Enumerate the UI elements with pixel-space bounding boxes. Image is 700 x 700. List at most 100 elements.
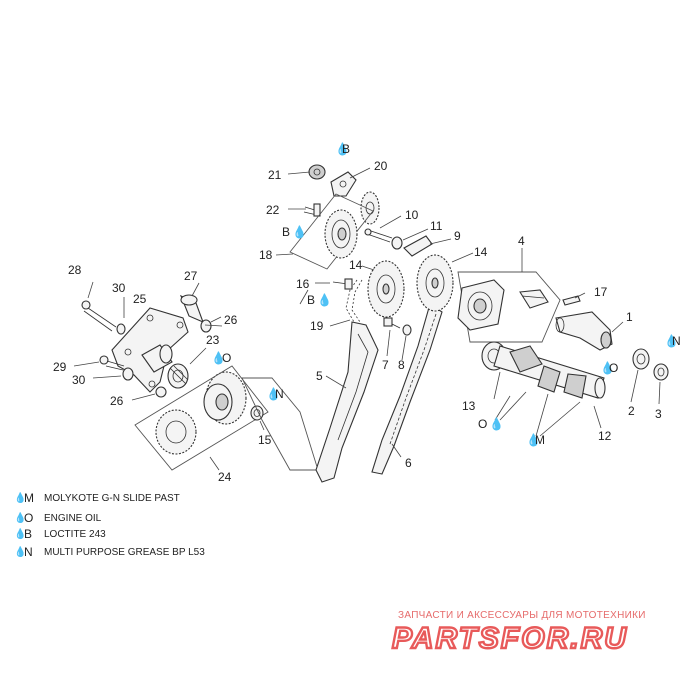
needle-bearing-23 bbox=[167, 363, 189, 389]
screw-29 bbox=[99, 355, 125, 371]
drop-icon: 💧 bbox=[489, 417, 504, 431]
svg-text:M: M bbox=[24, 491, 34, 505]
label-9: 9 bbox=[454, 229, 461, 243]
bearing-2 bbox=[632, 348, 650, 370]
label-12: 12 bbox=[598, 429, 612, 443]
label-15: 15 bbox=[258, 433, 272, 447]
svg-text:MULTI PURPOSE GREASE BP L53: MULTI PURPOSE GREASE BP L53 bbox=[44, 547, 205, 558]
shaft-1 bbox=[555, 311, 613, 351]
camshaft-12 bbox=[481, 341, 606, 399]
label-11: 11 bbox=[430, 219, 443, 233]
pin-17 bbox=[562, 295, 581, 306]
svg-text:💧: 💧 bbox=[14, 491, 26, 504]
mark-b-21: B bbox=[342, 142, 350, 156]
pin-27 bbox=[179, 294, 204, 324]
washer-30-lower bbox=[122, 367, 134, 381]
lubricant-legend: 💧 M MOLYKOTE G-N SLIDE PAST 💧 O ENGINE O… bbox=[14, 491, 205, 559]
bolt-16 bbox=[332, 278, 353, 290]
label-29: 29 bbox=[53, 360, 67, 374]
drop-icon: 💧 bbox=[335, 142, 350, 156]
leader-lines bbox=[73, 167, 661, 471]
mark-n-3: N bbox=[672, 334, 681, 348]
bushing bbox=[141, 344, 173, 373]
label-6: 6 bbox=[405, 456, 412, 470]
svg-text:MOLYKOTE G-N SLIDE PAST: MOLYKOTE G-N SLIDE PAST bbox=[44, 493, 180, 504]
label-8: 8 bbox=[398, 358, 405, 372]
bolt-28 bbox=[81, 300, 117, 332]
chain-19 bbox=[345, 279, 363, 323]
label-1: 1 bbox=[626, 310, 633, 324]
label-7: 7 bbox=[382, 358, 389, 372]
gear-24 bbox=[155, 371, 247, 455]
mark-o-2: O bbox=[609, 361, 618, 375]
label-26-lower: 26 bbox=[110, 394, 124, 408]
seal-3 bbox=[653, 363, 669, 381]
label-14-right: 14 bbox=[474, 245, 488, 259]
label-28: 28 bbox=[68, 263, 82, 277]
label-18: 18 bbox=[259, 248, 273, 262]
small-sprocket bbox=[360, 191, 380, 225]
mark-b-22: B bbox=[282, 225, 290, 239]
legend-row-o: 💧 O ENGINE OIL bbox=[14, 511, 102, 525]
screw-10 bbox=[364, 228, 393, 243]
washer-30-upper bbox=[116, 323, 126, 335]
svg-text:ENGINE OIL: ENGINE OIL bbox=[44, 513, 102, 524]
frame-4 bbox=[457, 271, 561, 343]
label-27: 27 bbox=[184, 269, 198, 283]
drop-icon: 💧 bbox=[266, 387, 281, 401]
drop-icon: 💧 bbox=[317, 293, 332, 307]
gear-18 bbox=[324, 209, 358, 259]
housing-4 bbox=[457, 279, 549, 331]
drop-icon: 💧 bbox=[211, 351, 226, 365]
label-21: 21 bbox=[268, 168, 282, 182]
drop-icon: 💧 bbox=[526, 433, 541, 447]
drop-icon: 💧 bbox=[664, 334, 679, 348]
frame-18 bbox=[289, 193, 374, 270]
washer-8 bbox=[402, 324, 412, 336]
label-16: 16 bbox=[296, 277, 310, 291]
chain-guide-5 bbox=[315, 321, 379, 483]
watermark: ЗАПЧАСТИ И АКСЕССУАРЫ ДЛЯ МОТОТЕХНИКИ PA… bbox=[391, 610, 646, 656]
label-17: 17 bbox=[594, 285, 608, 299]
label-4: 4 bbox=[518, 234, 525, 248]
svg-text:N: N bbox=[24, 545, 33, 559]
plate-20 bbox=[330, 171, 357, 197]
label-2: 2 bbox=[628, 404, 635, 418]
svg-text:LOCTITE 243: LOCTITE 243 bbox=[44, 529, 106, 540]
mark-o-23: O bbox=[222, 351, 231, 365]
label-20: 20 bbox=[374, 159, 388, 173]
label-30-lower: 30 bbox=[72, 373, 86, 387]
label-23: 23 bbox=[206, 333, 220, 347]
watermark-subtitle: ЗАПЧАСТИ И АКСЕССУАРЫ ДЛЯ МОТОТЕХНИКИ bbox=[398, 610, 646, 621]
label-10: 10 bbox=[405, 208, 419, 222]
drop-icon: 💧 bbox=[292, 225, 307, 239]
label-25: 25 bbox=[133, 292, 147, 306]
drop-icon: 💧 bbox=[600, 361, 615, 375]
sprocket-14-right bbox=[416, 254, 454, 312]
washer-26-lower bbox=[155, 386, 167, 398]
label-5: 5 bbox=[316, 369, 323, 383]
label-13: 13 bbox=[462, 399, 476, 413]
legend-row-m: 💧 M MOLYKOTE G-N SLIDE PAST bbox=[14, 491, 180, 505]
label-22: 22 bbox=[266, 203, 280, 217]
label-24: 24 bbox=[218, 470, 232, 484]
svg-text:💧: 💧 bbox=[14, 511, 26, 524]
label-30-upper: 30 bbox=[112, 281, 126, 295]
watermark-brand: PARTSFOR.RU bbox=[392, 622, 628, 655]
washer-11 bbox=[391, 236, 403, 250]
svg-text:💧: 💧 bbox=[14, 527, 26, 540]
legend-row-n: 💧 N MULTI PURPOSE GREASE BP L53 bbox=[14, 545, 205, 559]
chain-6 bbox=[371, 303, 443, 475]
mark-n-15: N bbox=[275, 387, 284, 401]
label-19: 19 bbox=[310, 319, 324, 333]
bolt-22 bbox=[303, 203, 321, 217]
mark-m-12: M bbox=[535, 433, 545, 447]
svg-text:B: B bbox=[24, 527, 32, 541]
label-3: 3 bbox=[655, 407, 662, 421]
svg-text:O: O bbox=[24, 511, 33, 525]
lubricant-marks: 💧 B B 💧 B 💧 💧 O 💧 N 💧 N 💧 O O 💧 💧 M bbox=[211, 142, 681, 447]
sprocket-14-left bbox=[367, 260, 405, 318]
frame-24 bbox=[134, 365, 269, 471]
nut-21 bbox=[308, 164, 326, 180]
